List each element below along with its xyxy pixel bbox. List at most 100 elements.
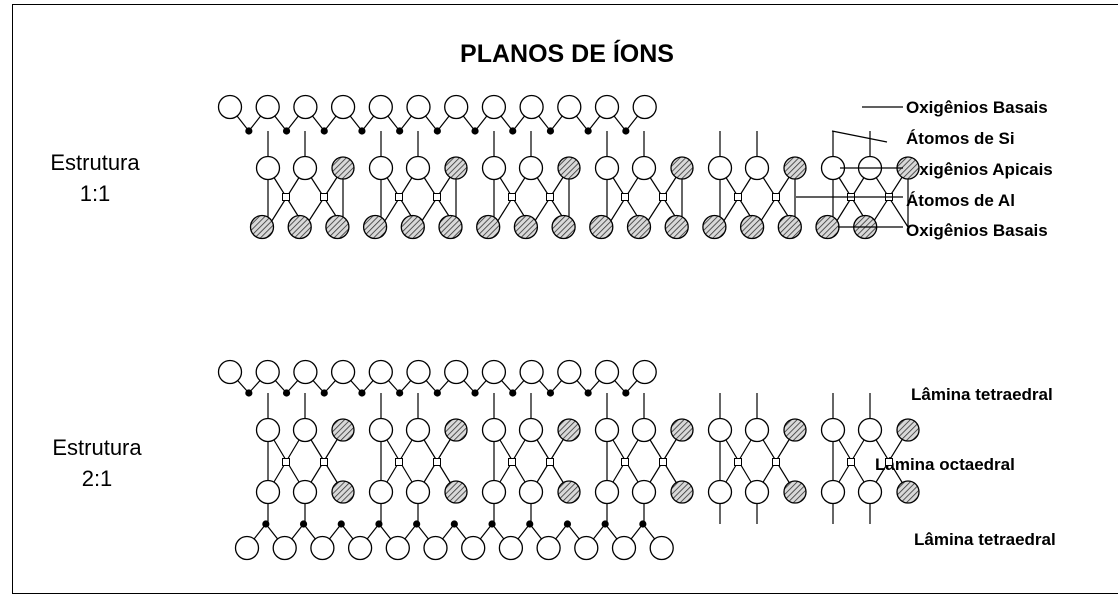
hydroxyl-ion — [331, 480, 355, 504]
apical-oxygen — [255, 155, 281, 181]
si-atom — [639, 520, 647, 528]
basal-oxygen — [217, 94, 243, 120]
apical-oxygen — [255, 479, 281, 505]
al-atom — [508, 458, 516, 466]
basal-oxygen — [632, 94, 657, 120]
hydroxyl-ion — [557, 156, 581, 180]
basal-hydroxyl — [287, 214, 312, 240]
si-atom — [433, 127, 441, 135]
basal-oxygen — [255, 359, 280, 385]
hydroxyl-ion — [444, 156, 468, 180]
basal-oxygen — [481, 359, 507, 385]
apical-oxygen — [518, 479, 544, 505]
hydroxyl-ion — [331, 156, 355, 180]
leader-line — [831, 130, 888, 143]
si-atom — [282, 127, 291, 135]
al-atom — [659, 193, 667, 201]
basal-hydroxyl — [400, 214, 425, 240]
si-atom — [413, 520, 421, 528]
basal-oxygen — [611, 535, 637, 561]
al-atom — [433, 458, 441, 466]
apical-oxygen — [820, 479, 846, 505]
structure-1-1-label-line1: Estrutura — [50, 150, 140, 175]
apical-oxygen — [631, 155, 657, 181]
basal-oxygen — [385, 535, 410, 561]
al-atom — [885, 458, 893, 466]
apical-oxygen — [631, 417, 657, 443]
basal-oxygen — [444, 94, 469, 120]
apical-oxygen — [744, 479, 770, 505]
si-atom — [622, 127, 630, 135]
al-atom — [320, 193, 328, 201]
basal-hydroxyl — [438, 214, 463, 240]
apical-oxygen — [405, 417, 431, 443]
structure-1-1-atoms — [217, 94, 920, 240]
apical-oxygen — [744, 155, 770, 181]
hydroxyl-ion — [896, 480, 920, 504]
apical-oxygen — [594, 155, 620, 181]
apical-oxygen — [518, 417, 544, 443]
basal-hydroxyl — [362, 214, 388, 240]
si-atom — [299, 520, 308, 528]
si-atom — [471, 389, 479, 397]
basal-oxygen — [330, 359, 356, 385]
si-atom — [396, 389, 404, 397]
al-atom — [772, 458, 780, 466]
apical-oxygen — [292, 479, 318, 505]
si-atom — [282, 389, 291, 397]
basal-oxygen — [594, 94, 620, 120]
basal-oxygen — [310, 535, 335, 561]
structure-2-1-label-line1: Estrutura — [52, 435, 142, 460]
si-atom — [262, 520, 270, 528]
basal-oxygen — [594, 359, 620, 385]
basal-oxygen — [632, 359, 657, 385]
hydroxyl-ion — [444, 418, 468, 442]
basal-hydroxyl — [815, 214, 840, 240]
basal-oxygen — [574, 535, 599, 561]
apical-oxygen — [707, 417, 733, 443]
al-atom — [395, 193, 403, 201]
hydroxyl-ion — [331, 418, 355, 442]
basal-oxygen — [423, 535, 448, 561]
al-atom — [621, 458, 629, 466]
basal-hydroxyl — [626, 214, 652, 240]
al-atom — [659, 458, 667, 466]
si-atom — [320, 127, 328, 135]
apical-oxygen — [594, 479, 620, 505]
hydroxyl-ion — [444, 480, 468, 504]
si-atom — [509, 389, 517, 397]
si-atom — [584, 127, 592, 135]
al-atom — [621, 193, 629, 201]
si-atom — [396, 127, 404, 135]
si-atom — [563, 520, 572, 528]
apical-oxygen — [594, 417, 620, 443]
basal-oxygen — [649, 535, 674, 561]
basal-oxygen — [519, 359, 544, 385]
basal-oxygen — [272, 535, 297, 561]
al-atom — [772, 193, 780, 201]
apical-oxygen — [518, 155, 544, 181]
al-atom — [320, 458, 328, 466]
apical-oxygen — [405, 155, 431, 181]
al-atom — [734, 193, 742, 201]
apical-oxygen — [820, 417, 846, 443]
apical-oxygen — [292, 417, 318, 443]
si-atom — [245, 127, 253, 135]
basal-oxygen — [255, 94, 280, 120]
basal-oxygen — [536, 535, 561, 561]
apical-oxygen — [857, 417, 883, 443]
apical-oxygen — [292, 155, 318, 181]
apical-oxygen — [368, 479, 394, 505]
label-basal-oxygens-bottom: Oxigênios Basais — [906, 221, 1048, 240]
basal-oxygen — [293, 94, 318, 120]
basal-oxygen — [406, 94, 431, 120]
apical-oxygen — [707, 479, 733, 505]
diagram-title: PLANOS DE ÍONS — [460, 39, 674, 68]
si-atom — [546, 127, 555, 135]
basal-oxygen — [406, 359, 431, 385]
apical-oxygen — [707, 155, 733, 181]
apical-oxygen — [368, 155, 394, 181]
basal-oxygen — [444, 359, 469, 385]
si-atom — [320, 389, 328, 397]
